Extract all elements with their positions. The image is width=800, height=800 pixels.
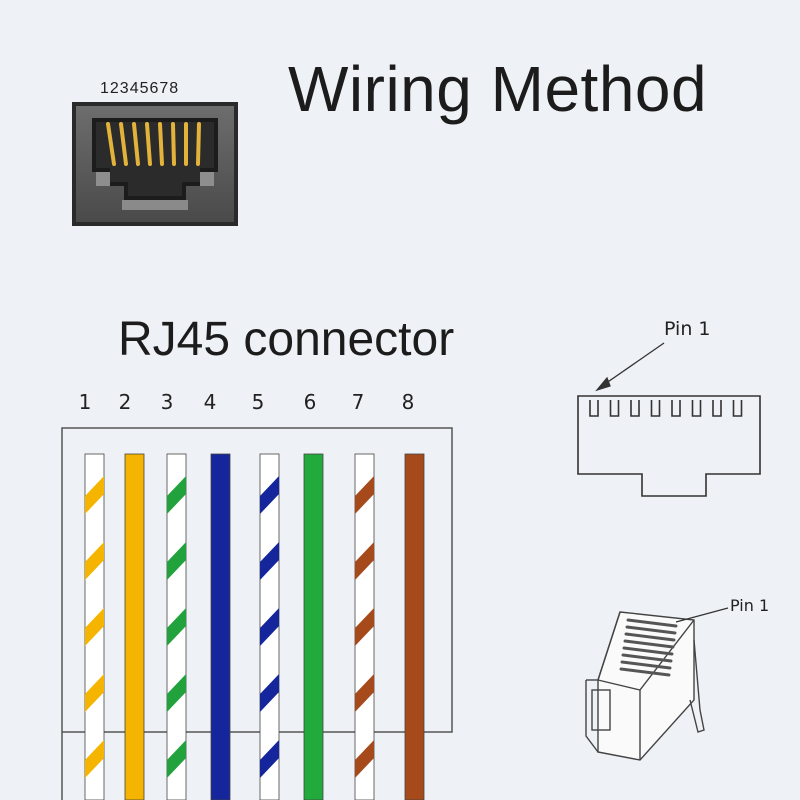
plug-contact-1 [589, 400, 599, 417]
pin-number-8: 8 [401, 390, 415, 414]
plug-contact-4 [650, 400, 661, 417]
plug-contact-8 [732, 400, 743, 417]
iso-contact-2 [625, 625, 677, 635]
pin1-arrow-front [595, 342, 665, 392]
pin1-label-iso: Pin 1 [730, 596, 770, 615]
iso-contact-5 [622, 646, 674, 656]
wire-7 [354, 453, 375, 800]
wire-2 [124, 453, 145, 800]
pin-number-3: 3 [160, 390, 174, 414]
pin1-arrow-iso [675, 607, 729, 623]
jack-pin-numbers: 12345678 [100, 80, 180, 97]
iso-contact-8 [619, 667, 671, 677]
pin-number-4: 4 [203, 390, 217, 414]
plug-contact-6 [691, 400, 702, 417]
wire-3 [166, 453, 187, 800]
pin-number-5: 5 [251, 390, 265, 414]
plug-contact-7 [712, 400, 722, 417]
wire-4 [210, 453, 231, 800]
plug-contact-2 [609, 400, 620, 417]
wire-6 [303, 453, 324, 800]
iso-contact-3 [624, 632, 676, 642]
plug-iso-view [585, 611, 705, 761]
iso-contact-1 [626, 618, 678, 628]
connector-outline [61, 427, 453, 800]
pin-number-1: 1 [78, 390, 92, 414]
wire-group [84, 453, 425, 800]
connector-subtitle: RJ45 connector [118, 313, 455, 366]
plug-contact-5 [671, 400, 681, 417]
iso-contact-7 [620, 660, 672, 670]
iso-contact-6 [621, 653, 673, 663]
page-title: Wiring Method [288, 53, 708, 125]
pin-number-7: 7 [351, 390, 365, 414]
wire-5 [259, 453, 280, 800]
wire-8 [404, 453, 425, 800]
wire-1 [84, 453, 105, 800]
pin-number-6: 6 [303, 390, 317, 414]
plug-contact-3 [630, 400, 640, 417]
plug-front-view [577, 395, 761, 497]
rj45-jack-icon [72, 102, 238, 226]
pin-number-2: 2 [118, 390, 132, 414]
iso-contact-4 [623, 639, 675, 649]
pin1-label-front: Pin 1 [664, 318, 711, 340]
